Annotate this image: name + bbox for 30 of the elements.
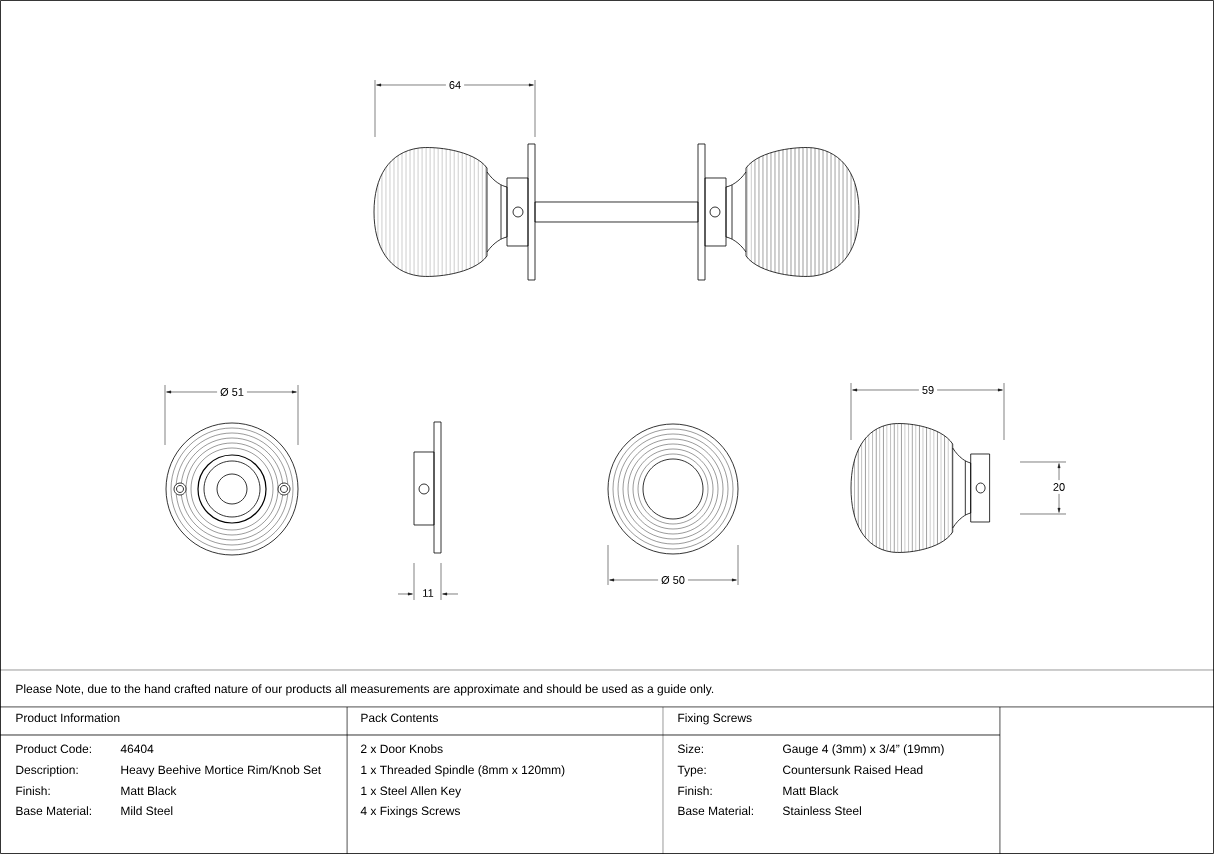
table-cell: Base Material: bbox=[16, 806, 91, 816]
note-text: Please Note, due to the hand crafted nature of our products all measurements are approximate and should be used as a guide only. bbox=[16, 684, 714, 696]
table-cell: 1 x Steel Allen Key bbox=[361, 786, 462, 798]
table-cell: Matt Black bbox=[783, 786, 839, 796]
dimension-label: Ø 51 bbox=[217, 384, 247, 400]
table-cell: Base Material: bbox=[678, 806, 753, 816]
dimension-label: 20 bbox=[1049, 480, 1069, 494]
table-cell: 1 x Threaded Spindle (8mm x 120mm) bbox=[361, 765, 565, 777]
table-cell: Description: bbox=[16, 765, 78, 777]
table-cell: Gauge 4 (3mm) x 3/4” (19mm) bbox=[783, 744, 944, 756]
table-cell: 46404 bbox=[120, 744, 154, 754]
dimension-label: 11 bbox=[419, 586, 437, 600]
table-cell: Finish: bbox=[678, 786, 712, 796]
table-cell: Size: bbox=[677, 744, 703, 754]
table-cell: 2 x Door Knobs bbox=[361, 744, 443, 754]
table-header: Pack Contents bbox=[361, 713, 438, 723]
table-cell: Countersunk Raised Head bbox=[783, 765, 923, 775]
dimension-label: 59 bbox=[918, 383, 938, 397]
dimension-label: Ø 50 bbox=[658, 572, 688, 588]
table-cell: Matt Black bbox=[121, 786, 177, 796]
table-cell: Type: bbox=[677, 765, 706, 777]
dimension-label: 64 bbox=[445, 78, 465, 92]
table-cell: 4 x Fixings Screws bbox=[360, 806, 460, 818]
table-cell: Stainless Steel bbox=[782, 806, 861, 816]
table-header: Fixing Screws bbox=[678, 713, 752, 725]
table-cell: Product Code: bbox=[16, 744, 91, 754]
table-cell: Heavy Beehive Mortice Rim/Knob Set bbox=[121, 765, 322, 777]
table-cell: Finish: bbox=[16, 786, 50, 796]
table-header: Product Information bbox=[16, 713, 120, 723]
table-cell: Mild Steel bbox=[121, 806, 173, 816]
